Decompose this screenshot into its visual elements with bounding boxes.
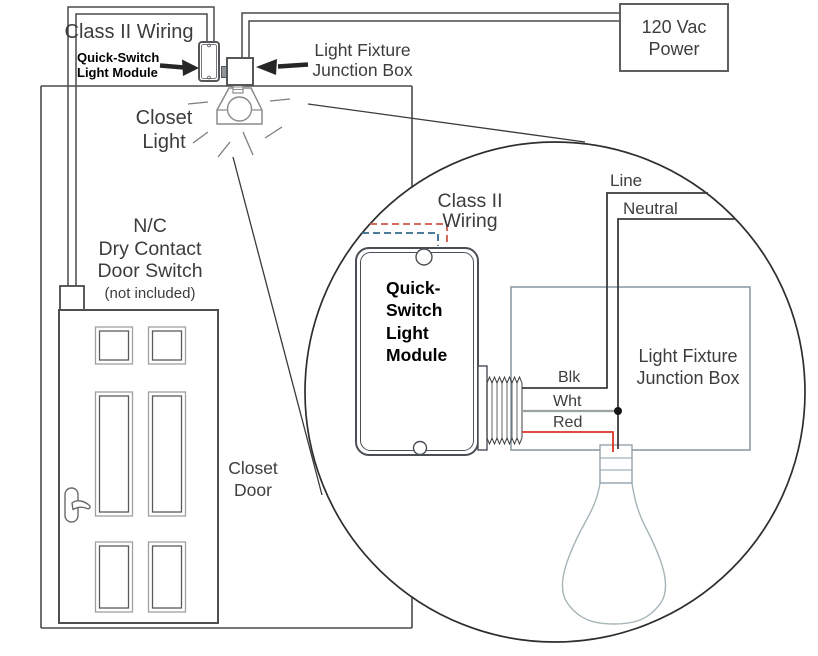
class2-wiring-cable [67, 6, 215, 287]
light-bulb-icon [226, 96, 253, 122]
closet-light-label: Closet Light [135, 107, 193, 153]
line-wire-label: Line [610, 171, 643, 190]
blk-wire-label: Blk [558, 369, 581, 386]
junction-box-small [226, 57, 254, 86]
closet-door-label: Closet Door [228, 458, 278, 500]
door-handle-icon [64, 487, 91, 523]
red-wire-label: Red [553, 414, 583, 431]
light-rays [187, 98, 291, 158]
module-flange [477, 365, 488, 451]
class2-wiring-label-circle: Class II Wiring [437, 190, 503, 232]
callout-line-top [307, 103, 586, 143]
quick-switch-module-label-large: Quick- Switch Light Module [386, 278, 448, 365]
quick-switch-module-small [198, 41, 220, 82]
power-cable [241, 12, 620, 58]
neutral-wire [617, 218, 736, 449]
junction-box-label-circle: Light Fixture Junction Box [636, 346, 740, 388]
arrow-right-icon [159, 59, 199, 76]
quick-switch-module-large [355, 247, 479, 456]
closet-door-drawing [58, 309, 219, 624]
neutral-wire-label: Neutral [623, 199, 678, 218]
junction-dot [614, 407, 622, 415]
door-switch-note: (not included) [104, 285, 196, 302]
wht-wire-label: Wht [553, 393, 582, 410]
ceiling-fixture [216, 83, 263, 125]
red-wire [522, 431, 614, 452]
light-fixture-junction-label-top: Light Fixture Junction Box [312, 40, 413, 80]
bulb-glass [561, 482, 667, 625]
arrow-left-icon [256, 59, 309, 75]
callout-line-bottom [232, 156, 323, 496]
power-box-label: 120 Vac Power [641, 17, 707, 59]
bulb-base [599, 444, 633, 484]
quick-switch-module-label-small: Quick-Switch Light Module [77, 50, 160, 80]
class2-dashed-red-wire [370, 223, 448, 242]
power-box [619, 3, 729, 72]
class2-dashed-blue-wire [362, 232, 439, 246]
screw-hole-top [415, 248, 433, 266]
door-switch-box [59, 285, 85, 311]
bulb-large [561, 444, 667, 625]
line-blk-wire [522, 192, 708, 389]
door-panel [94, 326, 187, 613]
class2-wiring-label-top: Class II Wiring [64, 21, 194, 43]
door-switch-label: N/C Dry Contact Door Switch [97, 215, 203, 282]
screw-hole-bottom [412, 440, 428, 456]
